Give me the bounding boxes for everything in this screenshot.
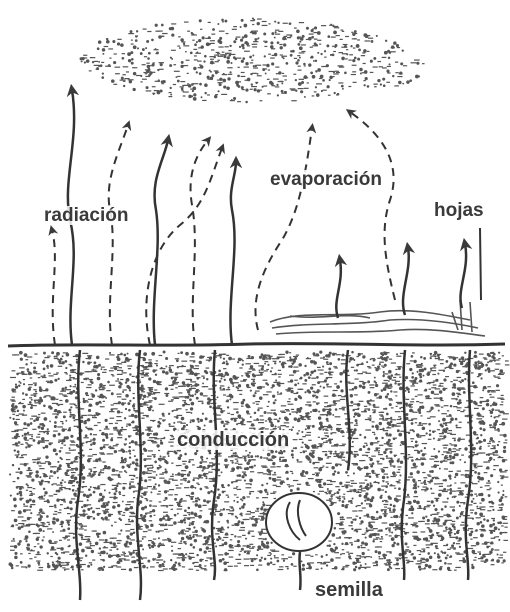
- evaporation-arrow: [52, 230, 55, 345]
- evaporation-arrows: [52, 112, 395, 345]
- label-conduccion: conducción: [175, 430, 291, 450]
- evaporation-arrow: [191, 140, 208, 345]
- radiation-arrow: [230, 162, 236, 345]
- seed-icon: [266, 493, 332, 551]
- soil-area: [8, 351, 509, 572]
- radiation-arrow: [154, 140, 168, 345]
- radiation-arrow: [403, 248, 409, 315]
- hojas-pointer: [480, 228, 481, 300]
- ground-surface-line: [8, 344, 505, 346]
- evaporation-arrow: [255, 128, 312, 330]
- label-hojas: hojas: [432, 201, 486, 220]
- cloud-icon: [80, 18, 425, 104]
- label-radiacion: radiación: [42, 206, 130, 225]
- radiation-arrow: [336, 260, 341, 318]
- evaporation-arrow: [350, 112, 395, 300]
- label-semilla: semilla: [313, 580, 385, 600]
- radiation-arrow: [460, 244, 466, 308]
- leaf-litter-icon: [270, 300, 485, 336]
- label-evaporacion: evaporación: [268, 170, 384, 189]
- evaporation-arrow: [109, 125, 128, 345]
